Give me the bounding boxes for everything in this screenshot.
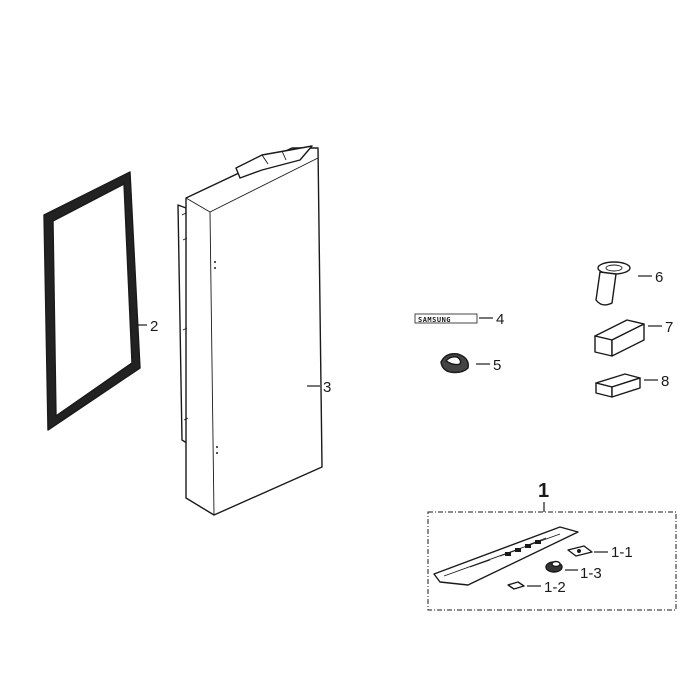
spacer-block-small: [595, 373, 641, 398]
hinge-pin: [595, 261, 631, 306]
callout-4: 4: [496, 311, 504, 328]
callout-1: 1: [538, 480, 549, 502]
callout-8: 8: [661, 373, 669, 390]
callout-6: 6: [655, 269, 663, 286]
assembly-1-frame: [427, 511, 677, 611]
emblem-text: SAMSUNG: [418, 316, 451, 324]
callout-5: 5: [493, 357, 501, 374]
callout-2: 2: [150, 318, 158, 335]
door-gasket: [43, 171, 141, 431]
callout-7: 7: [665, 319, 673, 336]
spacer-block-large: [594, 319, 645, 357]
hinge-rail: [433, 526, 579, 586]
callout-3: 3: [323, 379, 331, 396]
callout-1-1: 1-1: [611, 544, 633, 561]
door-assembly: [177, 145, 323, 516]
cam-1-3: [545, 560, 563, 573]
plate-1-1: [567, 545, 593, 557]
washer-1-2: [507, 581, 525, 590]
door-cap: [440, 352, 469, 374]
callout-1-2: 1-2: [544, 579, 566, 596]
samsung-emblem: SAMSUNG: [414, 313, 478, 324]
callout-1-3: 1-3: [580, 565, 602, 582]
